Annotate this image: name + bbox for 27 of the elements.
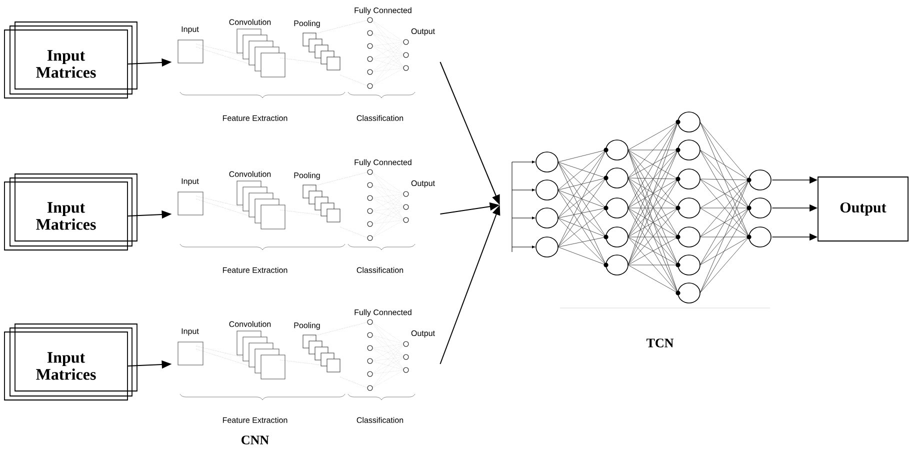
layer-label: Output — [411, 330, 435, 338]
layer-label: Output — [411, 28, 435, 36]
layer-label: Pooling — [294, 172, 320, 180]
layer-label: Pooling — [294, 322, 320, 330]
layer-label: Fully Connected — [354, 309, 412, 317]
layer-label: Convolution — [229, 171, 271, 177]
layer-label: Fully Connected — [354, 7, 412, 15]
stage-label: Feature Extraction — [222, 115, 288, 121]
stage-label: Classification — [356, 267, 404, 273]
stage-label: Classification — [356, 115, 404, 121]
layer-label: Pooling — [294, 20, 320, 28]
stage-label: Feature Extraction — [222, 267, 288, 273]
layer-label: Convolution — [229, 321, 271, 327]
layer-label: Input — [182, 178, 199, 186]
network-label: TCN — [646, 338, 674, 348]
stacked-input-box: Input Matrices — [4, 324, 138, 400]
stage-label: Feature Extraction — [222, 417, 288, 423]
stage-label: Classification — [356, 417, 404, 423]
stacked-input-box: Input Matrices — [4, 174, 138, 250]
network-label: CNN — [242, 436, 269, 444]
layer-label: Output — [411, 180, 435, 188]
layer-label: Input — [182, 26, 199, 34]
output-box: Output — [818, 176, 908, 242]
stacked-input-box: Input Matrices — [4, 22, 138, 98]
layer-label: Convolution — [229, 19, 271, 25]
layer-label: Input — [182, 328, 199, 336]
layer-label: Fully Connected — [354, 159, 412, 167]
